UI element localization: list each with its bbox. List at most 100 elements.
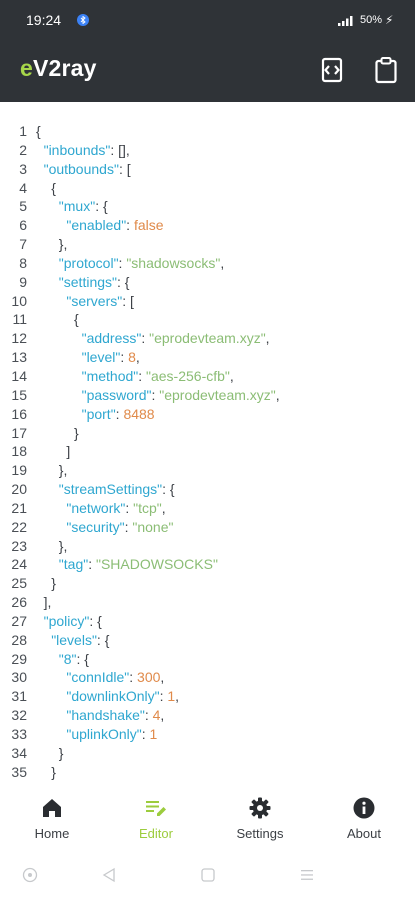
line-number: 10 <box>11 292 27 309</box>
home-circle-icon[interactable] <box>200 867 216 883</box>
code-text: "outbounds": [ <box>44 160 131 179</box>
json-number: 8 <box>128 349 136 366</box>
clipboard-icon[interactable] <box>372 56 400 84</box>
code-text: "method": "aes-256-cfb", <box>82 367 234 386</box>
json-key: "policy" <box>43 612 90 629</box>
line-number: 5 <box>19 198 27 215</box>
json-punctuation: { <box>74 311 79 328</box>
line-number: 13 <box>11 349 27 366</box>
json-punctuation: : { <box>96 631 110 648</box>
code-text: } <box>59 744 64 763</box>
code-text: { <box>74 310 79 329</box>
json-key: "servers" <box>66 292 123 309</box>
nav-editor[interactable]: Editor <box>104 784 208 850</box>
code-line: 22"security": "none" <box>0 518 415 537</box>
menu-icon[interactable] <box>299 867 315 883</box>
line-number: 3 <box>19 160 27 177</box>
code-line: 31"downlinkOnly": 1, <box>0 687 415 706</box>
nav-about-label: About <box>347 826 381 841</box>
line-number: 4 <box>19 179 27 196</box>
json-editor[interactable]: 1{2"inbounds": [],3"outbounds": [4{5"mux… <box>0 122 415 784</box>
line-number: 19 <box>11 462 27 479</box>
code-line: 34} <box>0 744 415 763</box>
bluetooth-icon <box>77 14 89 26</box>
nav-home[interactable]: Home <box>0 784 104 850</box>
line-number: 22 <box>11 518 27 535</box>
code-line: 17} <box>0 424 415 443</box>
nav-settings-label: Settings <box>236 826 284 841</box>
line-number: 12 <box>11 330 27 347</box>
json-key: "uplinkOnly" <box>66 726 142 742</box>
code-line: 18] <box>0 442 415 461</box>
code-text: { <box>36 122 41 141</box>
charging-icon: ⚡ <box>385 13 394 27</box>
about-info-icon <box>353 797 375 819</box>
code-line: 21"network": "tcp", <box>0 499 415 518</box>
code-text: ], <box>44 593 52 612</box>
code-line: 4{ <box>0 179 415 198</box>
code-format-icon[interactable] <box>318 56 346 84</box>
code-line: 29"8": { <box>0 650 415 669</box>
json-punctuation: : { <box>95 198 108 215</box>
code-line: 16"port": 8488 <box>0 405 415 424</box>
json-key: "mux" <box>58 198 96 215</box>
json-punctuation: }, <box>58 236 68 253</box>
line-number: 16 <box>11 405 27 422</box>
code-line: 15"password": "eprodevteam.xyz", <box>0 386 415 405</box>
line-number: 21 <box>11 499 27 516</box>
json-string: "SHADOWSOCKS" <box>95 556 218 573</box>
code-line: 28 "levels": { <box>0 631 415 650</box>
json-key: "streamSettings" <box>58 481 163 498</box>
json-punctuation: : { <box>76 650 89 667</box>
nav-about[interactable]: About <box>312 784 415 850</box>
signal-icon <box>338 16 353 26</box>
json-punctuation: } <box>58 744 64 761</box>
code-line: 7}, <box>0 235 415 254</box>
line-number: 8 <box>19 254 27 271</box>
code-line: 23}, <box>0 537 415 556</box>
settings-gear-icon <box>249 797 271 819</box>
status-time: 19:24 <box>26 12 62 28</box>
code-text: }, <box>59 537 68 556</box>
code-text: } <box>51 574 56 593</box>
json-punctuation: }, <box>58 537 68 554</box>
nav-editor-label: Editor <box>139 826 173 841</box>
line-number: 18 <box>11 443 27 460</box>
code-line: 24"tag": "SHADOWSOCKS" <box>0 555 415 574</box>
code-line: 35} <box>0 763 415 782</box>
json-number: 8488 <box>123 405 155 422</box>
back-icon[interactable] <box>101 867 117 883</box>
nav-settings[interactable]: Settings <box>208 784 312 850</box>
line-number: 17 <box>11 424 27 441</box>
json-punctuation: : [ <box>122 292 134 309</box>
app-title: eV2ray <box>20 55 97 81</box>
json-punctuation: }, <box>58 462 68 479</box>
line-number: 23 <box>11 537 27 554</box>
line-number: 9 <box>19 273 27 290</box>
json-key: "port" <box>81 405 116 422</box>
code-line: 13"level": 8, <box>0 348 415 367</box>
json-punctuation: { <box>36 123 41 139</box>
json-punctuation: : <box>144 707 153 724</box>
code-text: "uplinkOnly": 1 <box>66 725 157 744</box>
json-punctuation: { <box>51 179 56 196</box>
line-number: 2 <box>19 141 27 158</box>
code-line: 9"settings": { <box>0 273 415 292</box>
code-text: "levels": { <box>51 631 109 650</box>
json-string: "none" <box>132 518 174 535</box>
line-number: 34 <box>11 744 27 761</box>
line-number: 28 <box>11 631 27 648</box>
code-text: } <box>51 763 56 782</box>
code-line: 27"policy": { <box>0 612 415 631</box>
line-number: 11 <box>12 311 27 328</box>
line-number: 25 <box>11 575 27 592</box>
recent-apps-icon[interactable] <box>22 867 38 883</box>
json-punctuation: : <box>141 726 150 742</box>
json-punctuation: : <box>125 499 134 516</box>
json-punctuation: , <box>265 330 270 347</box>
json-key: "password" <box>81 386 152 403</box>
json-punctuation: : <box>159 688 168 705</box>
code-text: { <box>51 179 56 198</box>
code-text: ] <box>66 442 70 461</box>
json-key: "handshake" <box>66 707 145 724</box>
